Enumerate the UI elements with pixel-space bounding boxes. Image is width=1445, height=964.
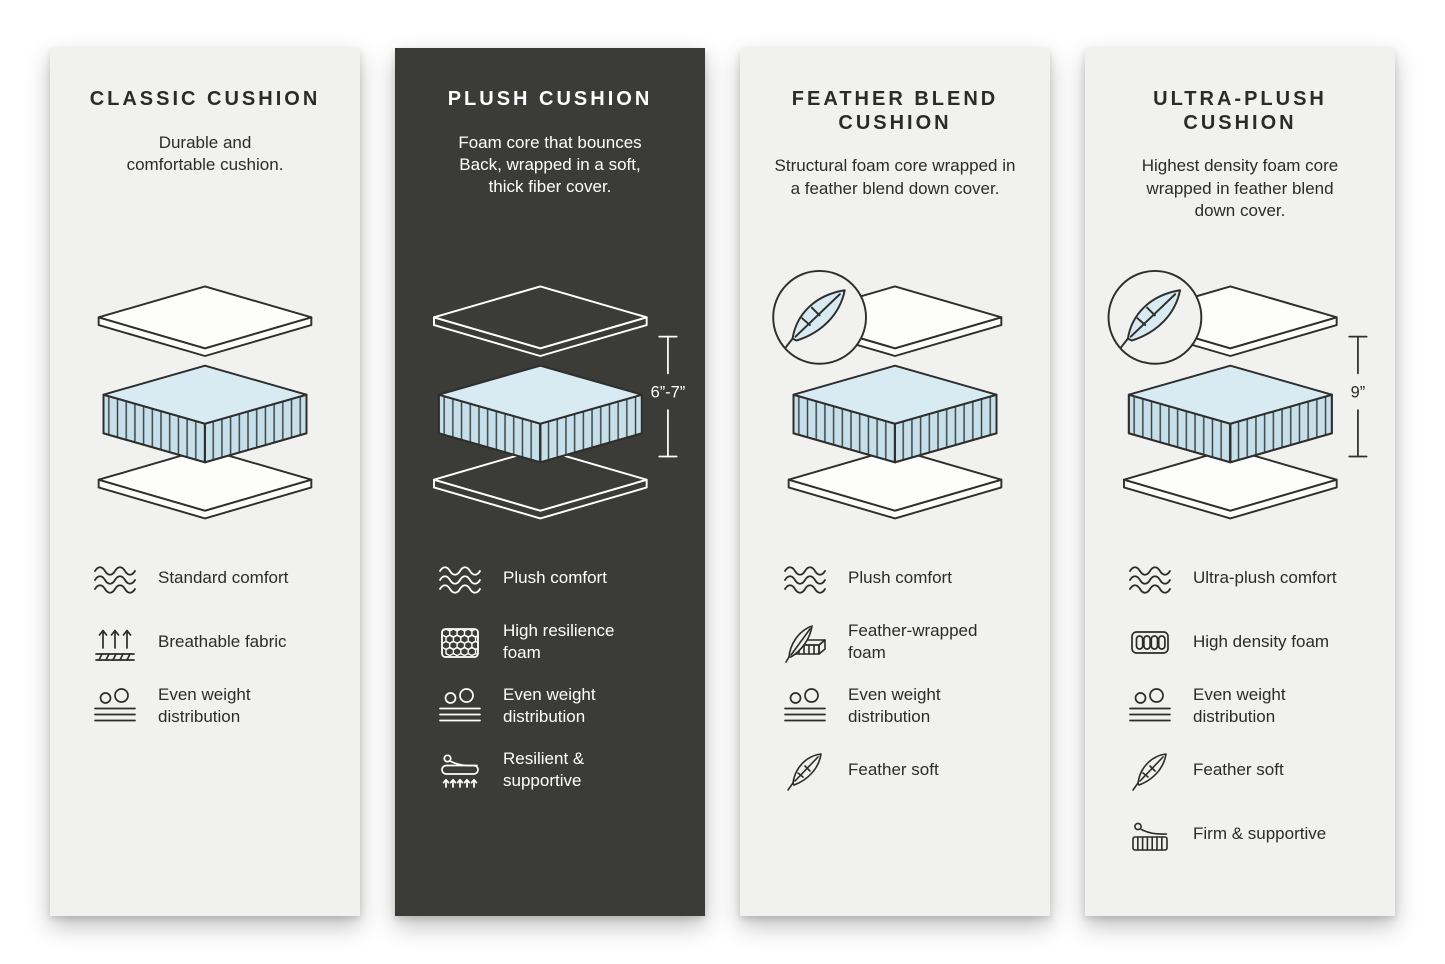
feature-label: Standard comfort [158, 568, 289, 588]
feature-item: Even weight distribution [433, 682, 681, 730]
card-description: Highest density foam core wrapped in fea… [1141, 156, 1339, 221]
feature-list: Plush comfort High resilience foam Even … [419, 554, 681, 794]
feature-label: High density foam [1193, 632, 1330, 652]
card-title: PLUSH CUSHION [447, 88, 653, 110]
cushion-card-ultra-plush: ULTRA-PLUSH CUSHION Highest density foam… [1085, 48, 1395, 916]
feature-item: Feather soft [1123, 746, 1371, 794]
feature-label: Breathable fabric [158, 632, 287, 652]
card-header: PLUSH CUSHION Foam core that bounces Bac… [419, 88, 681, 263]
breathable-icon [88, 618, 142, 666]
card-header: FEATHER BLEND CUSHION Structural foam co… [764, 88, 1026, 263]
cushion-illustration [54, 269, 356, 530]
feature-label: Plush comfort [848, 568, 952, 588]
feature-list: Plush comfort Feather-wrapped foam Even … [764, 554, 1026, 794]
feather-badge-icon [1107, 269, 1203, 365]
top-cover-layer [433, 285, 648, 357]
feature-label: High resilience foam [503, 621, 615, 662]
cushion-layers-svg: 6”-7” [433, 285, 686, 520]
dimension-marker [658, 335, 678, 458]
bottom-cover-layer [787, 447, 1003, 520]
feature-label: Feather-wrapped foam [848, 621, 978, 662]
cushion-illustration: 6”-7” [399, 269, 701, 530]
waves-icon [88, 554, 142, 602]
feather-icon [778, 746, 832, 794]
bottom-cover-layer [97, 447, 313, 520]
feather-badge-icon [772, 269, 867, 365]
feature-item: Resilient & supportive [433, 746, 681, 794]
card-title: FEATHER BLEND CUSHION [791, 88, 999, 134]
feature-item: Ultra-plush comfort [1123, 554, 1371, 602]
feature-list: Ultra-plush comfort High density foam Ev… [1109, 554, 1371, 858]
cushion-card-classic: CLASSIC CUSHION Durable and comfortable … [50, 48, 360, 916]
feather-foam-icon [778, 618, 832, 666]
weight-distribution-icon [778, 682, 832, 730]
card-description: Foam core that bounces Back, wrapped in … [458, 132, 642, 197]
feature-label: Ultra-plush comfort [1193, 568, 1337, 588]
honeycomb-icon [433, 618, 487, 666]
feature-item: Even weight distribution [88, 682, 336, 730]
foam-core-layer [1127, 364, 1333, 464]
waves-icon [778, 554, 832, 602]
foam-core-layer [437, 364, 643, 464]
cushion-illustration [744, 269, 1046, 530]
foam-core-layer [792, 364, 998, 464]
feature-item: High resilience foam [433, 618, 681, 666]
cushion-card-feather-blend: FEATHER BLEND CUSHION Structural foam co… [740, 48, 1050, 916]
feature-label: Resilient & supportive [503, 749, 585, 790]
cushion-layers-svg: 9” [1107, 269, 1368, 520]
card-header: CLASSIC CUSHION Durable and comfortable … [74, 88, 336, 263]
feature-item: Even weight distribution [778, 682, 1026, 730]
waves-icon [1123, 554, 1177, 602]
feature-label: Feather soft [1193, 760, 1284, 780]
feature-item: Even weight distribution [1123, 682, 1371, 730]
dimension-marker [1348, 335, 1368, 458]
feature-item: Feather soft [778, 746, 1026, 794]
feature-label: Even weight distribution [1193, 685, 1286, 726]
cushion-layers-svg [97, 285, 313, 520]
weight-distribution-icon [1123, 682, 1177, 730]
weight-distribution-icon [433, 682, 487, 730]
resilient-icon [433, 746, 487, 794]
feature-item: Plush comfort [778, 554, 1026, 602]
feature-label: Even weight distribution [848, 685, 941, 726]
card-title: ULTRA-PLUSH CUSHION [1153, 88, 1327, 134]
card-description: Structural foam core wrapped in a feathe… [774, 156, 1016, 198]
cushion-card-plush: PLUSH CUSHION Foam core that bounces Bac… [395, 48, 705, 916]
feature-label: Even weight distribution [503, 685, 596, 726]
feature-item: Standard comfort [88, 554, 336, 602]
feature-item: Breathable fabric [88, 618, 336, 666]
card-description: Durable and comfortable cushion. [126, 132, 284, 175]
firm-icon [1123, 810, 1177, 858]
foam-core-layer [102, 364, 308, 464]
feature-list: Standard comfort Breathable fabric Even … [74, 554, 336, 730]
cushion-illustration: 9” [1089, 269, 1391, 530]
card-header: ULTRA-PLUSH CUSHION Highest density foam… [1109, 88, 1371, 263]
density-foam-icon [1123, 618, 1177, 666]
feature-label: Plush comfort [503, 568, 607, 588]
dimension-label: 9” [1351, 384, 1366, 402]
bottom-cover-layer [1123, 447, 1338, 520]
feature-label: Firm & supportive [1193, 824, 1327, 844]
dimension-label: 6”-7” [651, 384, 686, 402]
bottom-cover-layer [433, 447, 648, 520]
cushion-layers-svg [772, 269, 1003, 520]
feature-item: Plush comfort [433, 554, 681, 602]
top-cover-layer [97, 285, 313, 357]
feature-label: Even weight distribution [158, 685, 251, 726]
feature-item: Firm & supportive [1123, 810, 1371, 858]
feather-icon [1123, 746, 1177, 794]
feature-label: Feather soft [848, 760, 939, 780]
feature-item: High density foam [1123, 618, 1371, 666]
card-title: CLASSIC CUSHION [89, 88, 321, 110]
waves-icon [433, 554, 487, 602]
feature-item: Feather-wrapped foam [778, 618, 1026, 666]
weight-distribution-icon [88, 682, 142, 730]
